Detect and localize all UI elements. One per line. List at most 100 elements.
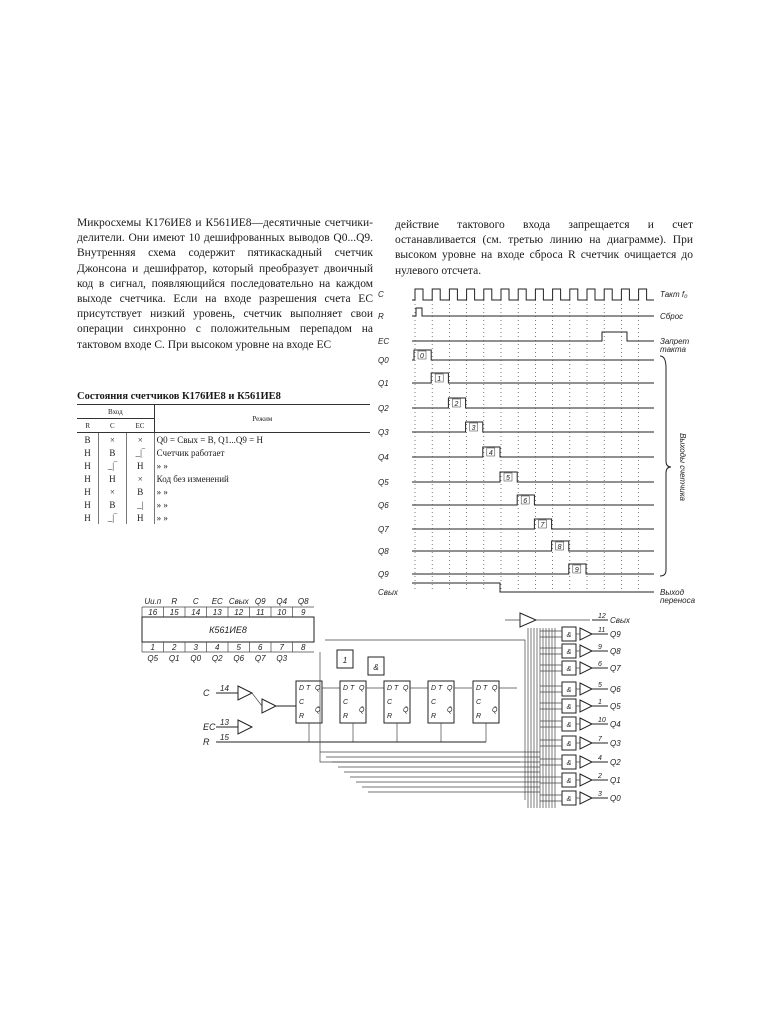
gate-label: & — [567, 666, 572, 673]
output-waveform — [412, 494, 654, 506]
output-buffer — [579, 773, 594, 787]
table-cell-c: _|‾ — [98, 459, 127, 472]
input-label-EC: EC — [203, 722, 216, 732]
pulse-number: 5 — [506, 475, 510, 482]
gate-label: & — [567, 760, 572, 767]
pin-number: 16 — [148, 608, 157, 617]
pulse-number: 4 — [489, 450, 493, 457]
gate-label: & — [567, 778, 572, 785]
output-and-gate — [561, 681, 577, 697]
flipflop-t: T — [483, 685, 488, 692]
pin-number: 5 — [237, 643, 242, 652]
flipflop-5 — [472, 680, 500, 724]
table-cell-mode: » » — [153, 485, 370, 498]
output-pin: 9 — [598, 644, 602, 651]
pulse-number: 2 — [453, 401, 458, 408]
input-pin: 14 — [220, 684, 229, 693]
flipflop-c: C — [299, 699, 305, 706]
paragraph: действие тактового входа запрещается и с… — [395, 219, 693, 277]
output-pin: 3 — [598, 791, 602, 798]
pulse-number-box — [538, 519, 547, 529]
pin-label: Q4 — [276, 597, 287, 606]
timing-label-Q9: Q9 — [378, 570, 389, 579]
output-and-gate — [561, 626, 577, 642]
output-label-Q6: Q6 — [610, 685, 621, 694]
output-buffer — [579, 682, 594, 696]
flipflop-d: D — [387, 685, 392, 692]
output-waveform — [412, 421, 654, 433]
pin-label: C — [193, 597, 199, 606]
timing-right-label: Сброс — [660, 312, 683, 321]
table-cell-r: Н — [77, 459, 99, 472]
pulse-number: 1 — [437, 376, 441, 383]
input-group-header: Вход — [77, 404, 155, 419]
output-waveform — [412, 471, 654, 483]
gate-label: & — [567, 649, 572, 656]
output-buffer — [579, 699, 594, 713]
flipflop-nq: Q̄ — [447, 706, 453, 714]
pin-number: 7 — [280, 643, 285, 652]
output-buffer — [579, 644, 594, 658]
table-cell-mode: Код без изменений — [153, 472, 370, 485]
table-cell-ec: _|‾ — [126, 446, 155, 459]
timing-label-Q6: Q6 — [378, 501, 389, 510]
output-and-gate — [561, 772, 577, 788]
flipflop-r: R — [299, 713, 304, 720]
pulse-number: 7 — [540, 522, 545, 529]
output-waveform — [412, 540, 654, 552]
table-cell-c: × — [98, 485, 127, 498]
pin-label: Q8 — [298, 597, 309, 606]
pin-number: 14 — [191, 608, 200, 617]
output-buffer — [579, 661, 594, 675]
timing-label-Q0: Q0 — [378, 356, 389, 365]
pin-label: Q5 — [147, 654, 158, 663]
flipflop-r: R — [343, 713, 348, 720]
flipflop-t: T — [350, 685, 355, 692]
output-pin: 11 — [598, 627, 605, 634]
table-cell-r: Н — [77, 511, 99, 524]
gate-label: & — [567, 687, 572, 694]
enable-waveform — [412, 331, 654, 342]
timing-right-label: Такт f₀ — [660, 290, 688, 299]
timing-label-Q2: Q2 — [378, 404, 389, 413]
table-cell-r: В — [77, 432, 99, 446]
column-header: R — [77, 418, 99, 433]
timing-right-label: Выход — [660, 588, 685, 597]
pulse-number: 6 — [523, 498, 527, 505]
pin-number: 1 — [151, 643, 155, 652]
pin-label: Q3 — [276, 654, 287, 663]
pin-number: 8 — [301, 643, 306, 652]
table-cell-mode: » » — [153, 498, 370, 511]
output-buffer — [579, 627, 594, 641]
timing-label-C: C — [378, 290, 384, 299]
output-label-Q3: Q3 — [610, 739, 621, 748]
output-waveform — [412, 563, 654, 575]
output-pin: 10 — [598, 717, 606, 724]
pin-label: Q9 — [255, 597, 266, 606]
flipflop-t: T — [438, 685, 443, 692]
flipflop-t: T — [306, 685, 311, 692]
timing-label-Q8: Q8 — [378, 547, 389, 556]
pin-label: Q1 — [169, 654, 180, 663]
table-cell-mode: » » — [153, 459, 370, 472]
table-cell-r: Н — [77, 485, 99, 498]
chip-body — [141, 616, 315, 643]
table-cell-r: Н — [77, 446, 99, 459]
output-pin: 4 — [598, 755, 602, 762]
pin-number: 4 — [215, 643, 220, 652]
pin-label: R — [171, 597, 177, 606]
timing-label-EC: EC — [378, 337, 389, 346]
table-cell-c: × — [98, 432, 127, 446]
timing-label-Q1: Q1 — [378, 379, 389, 388]
flipflop-d: D — [343, 685, 348, 692]
timing-label-Q7: Q7 — [378, 525, 389, 534]
output-label-Q0: Q0 — [610, 794, 621, 803]
timing-label-Q4: Q4 — [378, 453, 389, 462]
pin-number: 3 — [194, 643, 199, 652]
flipflop-nq: Q̄ — [492, 706, 498, 714]
gate-label: & — [567, 796, 572, 803]
flipflop-4 — [427, 680, 455, 724]
clock-buffer-2 — [261, 698, 278, 714]
